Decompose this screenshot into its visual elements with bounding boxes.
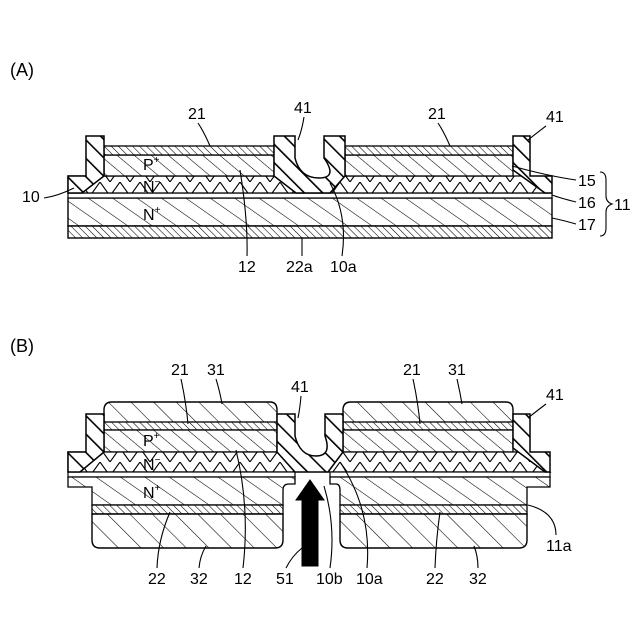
leader-32-right-b (474, 546, 478, 568)
ref-21-left: 21 (188, 106, 206, 123)
p-plus-region-left (104, 155, 274, 176)
n-plus-layer-left-b (68, 477, 295, 505)
arrow-51-icon (296, 480, 324, 566)
layer-16-right-b (330, 472, 550, 477)
top-electrode-21-left-b (104, 422, 277, 430)
ref-22-left-b: 22 (148, 571, 166, 588)
ref-32-right-b: 32 (469, 571, 487, 588)
ref-10b: 10b (316, 571, 343, 588)
leader-21-right (438, 123, 450, 146)
ref-11a: 11a (546, 538, 572, 555)
leader-11a (528, 505, 556, 535)
leader-31-left-b (216, 379, 222, 404)
layer-16-left-b (68, 472, 295, 477)
ref-41-right-b: 41 (546, 387, 564, 404)
leader-41-center-b (298, 396, 301, 418)
p-plus-region-left-b (104, 430, 277, 452)
ref-16: 16 (578, 195, 596, 212)
ref-41-center: 41 (294, 100, 312, 117)
top-electrode-21-right (345, 146, 513, 155)
ref-41-right: 41 (546, 109, 564, 126)
leader-31-right-b (457, 379, 462, 404)
ref-10a: 10a (330, 259, 357, 276)
leader-51 (286, 548, 302, 568)
leader-32-left-b (199, 546, 206, 568)
panel-b-label: (B) (10, 336, 34, 356)
ref-22-right-b: 22 (426, 571, 444, 588)
ref-41-center-b: 41 (291, 379, 309, 396)
ref-21-left-b: 21 (171, 362, 189, 379)
insulator-41-center (274, 136, 345, 193)
ref-12: 12 (238, 259, 256, 276)
n-plus-layer-right-b (330, 477, 550, 505)
ref-32-left-b: 32 (190, 571, 208, 588)
top-electrode-21-left (104, 146, 274, 155)
insulator-41-center-b (277, 414, 343, 472)
ref-21-right-b: 21 (403, 362, 421, 379)
bottom-electrode-22a (68, 226, 552, 238)
brace-11 (600, 172, 612, 236)
ref-10: 10 (22, 189, 40, 206)
ref-51: 51 (276, 571, 294, 588)
ref-15: 15 (578, 173, 596, 190)
ref-12-b: 12 (234, 571, 252, 588)
leader-41-right (528, 126, 546, 140)
back-metal-32-left (92, 514, 283, 548)
back-electrode-22-left (92, 505, 283, 514)
ref-17: 17 (578, 217, 596, 234)
panel-a-layer-stack (68, 136, 552, 238)
leader-17 (552, 218, 576, 224)
ref-21-right: 21 (428, 106, 446, 123)
panel-a: (A) P+ N− N+ (10, 60, 631, 276)
leader-10b (324, 486, 332, 568)
p-plus-region-right (345, 155, 513, 176)
panel-a-label: (A) (10, 60, 34, 80)
ref-11: 11 (614, 197, 631, 214)
panel-b: (B) (10, 336, 572, 588)
ref-10a-b: 10a (356, 571, 383, 588)
leader-21-left (198, 123, 210, 146)
panel-b-layer-stack (68, 402, 550, 566)
back-electrode-22-right (340, 505, 527, 514)
leader-16 (552, 195, 576, 202)
ref-22a: 22a (286, 259, 313, 276)
back-metal-32-right (340, 514, 527, 548)
leader-41-right-b (528, 404, 546, 418)
top-electrode-21-right-b (343, 422, 513, 430)
leader-41-center (298, 117, 304, 140)
n-plus-layer-17 (68, 198, 552, 226)
p-plus-region-right-b (343, 430, 513, 452)
ref-31-right-b: 31 (448, 362, 466, 379)
ref-31-left-b: 31 (207, 362, 225, 379)
